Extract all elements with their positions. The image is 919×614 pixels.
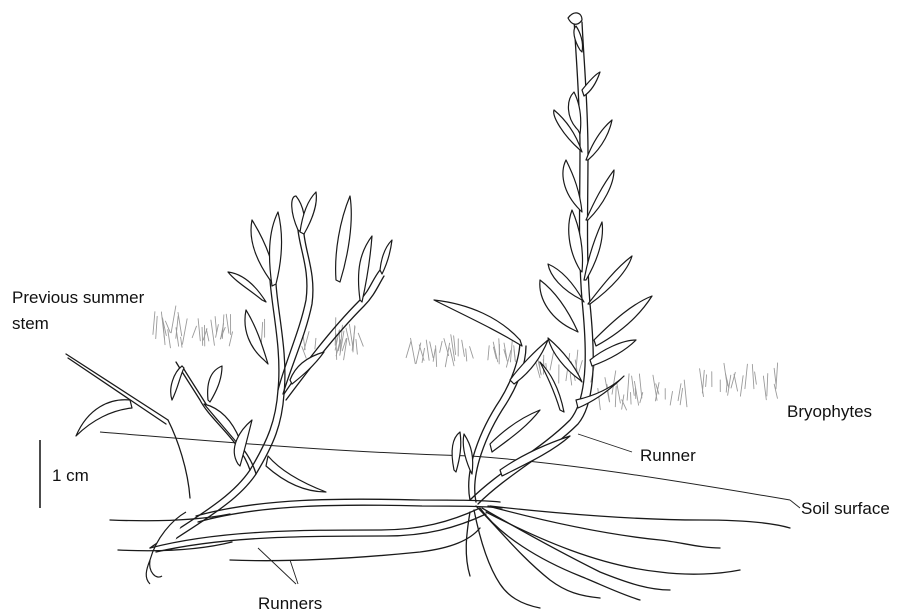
moss-strand [182,319,187,344]
soil-surface-line [100,432,790,500]
runners-leader-left [258,548,296,584]
moss-strand [615,386,616,406]
moss-strand [411,338,416,363]
moss-strand [570,373,571,385]
moss-strand [440,341,442,352]
moss-strand [181,337,182,347]
moss-strand [680,388,682,404]
moss-strand [171,306,176,333]
moss-strand [335,318,336,346]
moss-strand [454,336,456,355]
moss-strand [198,319,200,341]
moss-strand [774,368,776,384]
moss-strand [612,371,616,394]
moss-strand [202,327,203,345]
moss-strand [740,376,743,396]
moss-strand [153,312,155,335]
moss-strand [678,384,681,401]
runner-leader [578,434,632,452]
soil-leader [790,500,800,508]
moss-strand [215,317,216,333]
moss-strand [755,372,757,384]
label-runners: Runners [258,594,322,614]
moss-strand [731,372,735,388]
label-runner: Runner [640,446,696,466]
moss-strand [466,349,467,361]
moss-strand [433,349,435,361]
moss-strand [416,343,421,364]
moss-strand [163,319,165,345]
moss-strand [436,346,437,367]
moss-strand [156,316,157,338]
left-plant [146,192,392,584]
moss-strand [430,342,433,358]
label-bryophytes: Bryophytes [787,402,872,422]
moss-strand [462,340,465,356]
moss-strand [684,380,687,407]
moss-strand [752,364,754,388]
moss-strand [488,346,489,360]
roots [466,506,790,608]
moss-strand [734,374,738,391]
moss-strand [627,374,629,400]
moss-strand [767,374,768,396]
moss-strand [406,341,411,357]
moss-strand [304,331,309,349]
label-scale: 1 cm [52,466,89,486]
moss-strand [315,338,316,349]
moss-strand [426,340,429,360]
moss-strand [510,338,512,362]
moss-strand [632,376,635,395]
moss-strand [211,320,215,345]
label-previous-summer-stem-line2: stem [12,314,49,334]
runners-leader-right [290,560,298,584]
moss-strand [514,346,516,362]
moss-strand [358,333,363,346]
moss-strand [356,339,357,354]
moss-strand [617,382,621,403]
moss-strand [776,363,778,389]
moss-strand [670,391,672,405]
moss-strand [192,326,196,337]
label-soil-surface: Soil surface [801,499,890,519]
right-plant [434,13,652,504]
moss-strand [653,375,657,400]
moss-strand [493,342,497,362]
moss-strand [745,364,748,389]
moss-strand [763,376,766,400]
moss-strand [226,314,229,333]
moss-strand [506,350,510,367]
moss-strand [470,347,474,359]
moss-strand [631,392,632,404]
moss-strand [634,381,638,405]
moss-strand [349,324,352,346]
label-previous-summer-stem-line1: Previous summer [12,288,144,308]
moss-strand [302,347,306,358]
moss-strand [706,375,707,387]
moss-strand [639,374,641,398]
